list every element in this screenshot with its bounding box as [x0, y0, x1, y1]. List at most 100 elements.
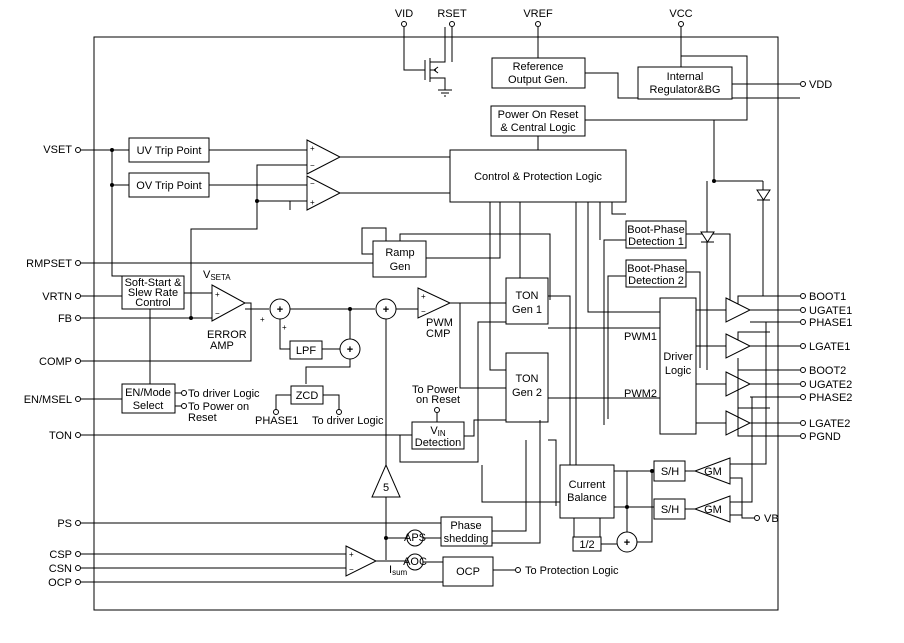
to-driver-logic-label: To driver Logic	[188, 388, 260, 400]
boot-phase-detection-2	[625, 259, 687, 288]
bp2-label-1: Boot-Phase	[627, 263, 684, 275]
pin-label-phase1: PHASE1	[809, 317, 852, 329]
current-sense-amp	[345, 545, 378, 577]
bp2-label-2: Detection 2	[628, 275, 684, 287]
boot-diode-2	[700, 231, 715, 243]
pin-ugate1	[800, 307, 806, 313]
ps-label-2: shedding	[444, 533, 489, 545]
error-amp-label-2: AMP	[210, 340, 234, 352]
pin-label-vrtn: VRTN	[42, 291, 72, 303]
pin-label-ps: PS	[57, 518, 72, 530]
bp1-label-1: Boot-Phase	[627, 224, 684, 236]
half-label: 1/2	[579, 539, 594, 551]
por-label-2: & Central Logic	[500, 122, 576, 134]
svg-text:+: +	[624, 537, 630, 549]
ton-gen-2	[505, 352, 549, 423]
zcd-label: ZCD	[296, 390, 319, 402]
pin-pgnd	[800, 433, 806, 439]
internal-regulator	[637, 66, 733, 100]
to-por-label-2: Reset	[188, 412, 217, 424]
pin-label-lgate2: LGATE2	[809, 418, 850, 430]
gm2-label: GM	[704, 504, 722, 516]
soft-start-control	[121, 275, 185, 310]
svg-text:−: −	[215, 309, 220, 318]
ramp-label-2: Gen	[390, 261, 411, 273]
reg-label-2: Regulator&BG	[650, 84, 721, 96]
ramp-label-1: Ramp	[385, 247, 414, 259]
svg-text:+: +	[421, 292, 426, 301]
to-power-on-label-1: To Power	[412, 384, 458, 396]
pin-label-ton: TON	[49, 430, 72, 442]
error-amp	[211, 284, 247, 322]
pin-vid	[401, 21, 407, 27]
pin-ocp	[75, 579, 81, 585]
pwm-cmp-label-2: CMP	[426, 328, 450, 340]
gain-label: 5	[383, 482, 389, 494]
svg-text:−: −	[349, 565, 354, 574]
ton1-label-2: Gen 1	[512, 304, 542, 316]
pin-comp	[75, 358, 81, 364]
pin-fb	[75, 315, 81, 321]
pin-label-pgnd: PGND	[809, 431, 841, 443]
pin-vcc	[678, 21, 684, 27]
pin-label-vref: VREF	[523, 8, 553, 20]
gm-amp-1	[693, 457, 731, 485]
to-driver-logic-label-2: To driver Logic	[312, 415, 384, 427]
pin-vdd	[800, 81, 806, 87]
sh2-label: S/H	[661, 504, 679, 516]
phase-shedding	[440, 516, 493, 547]
ov-trip-point	[128, 172, 210, 198]
current-balance	[559, 464, 615, 519]
pin-csp	[75, 551, 81, 557]
pin-label-fb: FB	[58, 313, 72, 325]
boot-phase-detection-1	[625, 220, 687, 249]
svg-text:+: +	[310, 144, 315, 153]
pin-phase1	[800, 319, 806, 325]
pwm1-label: PWM1	[624, 331, 657, 343]
pin-label-en-msel: EN/MSEL	[24, 394, 72, 406]
ov-label: OV Trip Point	[136, 180, 201, 192]
pin-rset	[449, 21, 455, 27]
gm1-label: GM	[704, 466, 722, 478]
svg-text:+: +	[282, 323, 287, 332]
aoc-label: AOC	[403, 556, 427, 568]
ton-gen-1	[505, 277, 549, 325]
pin-vref	[535, 21, 541, 27]
svg-text:+: +	[383, 304, 389, 316]
pwm-cmp-label-1: PWM	[426, 317, 453, 329]
svg-text:−: −	[310, 161, 315, 170]
to-por-label-1: To Power on	[188, 401, 249, 413]
pin-label-boot1: BOOT1	[809, 291, 846, 303]
pin-phase2	[800, 394, 806, 400]
svg-text:+: +	[310, 198, 315, 207]
pin-label-ocp: OCP	[48, 577, 72, 589]
pin-label-vdd: VDD	[809, 79, 832, 91]
pin-label-csp: CSP	[49, 549, 72, 561]
left-pins: VSET RMPSET VRTN FB COMP EN/MSEL TON PS …	[24, 144, 81, 589]
pin-label-rset: RSET	[437, 8, 467, 20]
ctrl-label: Control & Protection Logic	[474, 171, 602, 183]
gm-amp-2	[693, 495, 731, 523]
pin-label-ugate1: UGATE1	[809, 305, 852, 317]
pin-ton	[75, 432, 81, 438]
ref-label-1: Reference	[513, 61, 564, 73]
ref-label-2: Output Gen.	[508, 74, 568, 86]
svg-text:+: +	[215, 290, 220, 299]
pin-label-vcc: VCC	[669, 8, 692, 20]
cb-label-2: Balance	[567, 492, 607, 504]
to-power-on-label-2: on Reset	[416, 394, 460, 406]
pin-label-phase2: PHASE2	[809, 392, 852, 404]
pin-rmpset	[75, 260, 81, 266]
boot-diode-1	[756, 189, 771, 201]
ss-label-2: Slew Rate	[128, 287, 178, 299]
driver-logic	[659, 297, 697, 435]
en-label-2: Select	[133, 400, 164, 412]
pin-csn	[75, 565, 81, 571]
pwm2-label: PWM2	[624, 388, 657, 400]
to-protection-label: To Protection Logic	[525, 565, 619, 577]
error-amp-label-1: ERROR	[207, 329, 247, 341]
svg-text:+: +	[260, 315, 265, 324]
pwm-comparator	[417, 287, 452, 319]
bp1-label-2: Detection 1	[628, 236, 684, 248]
